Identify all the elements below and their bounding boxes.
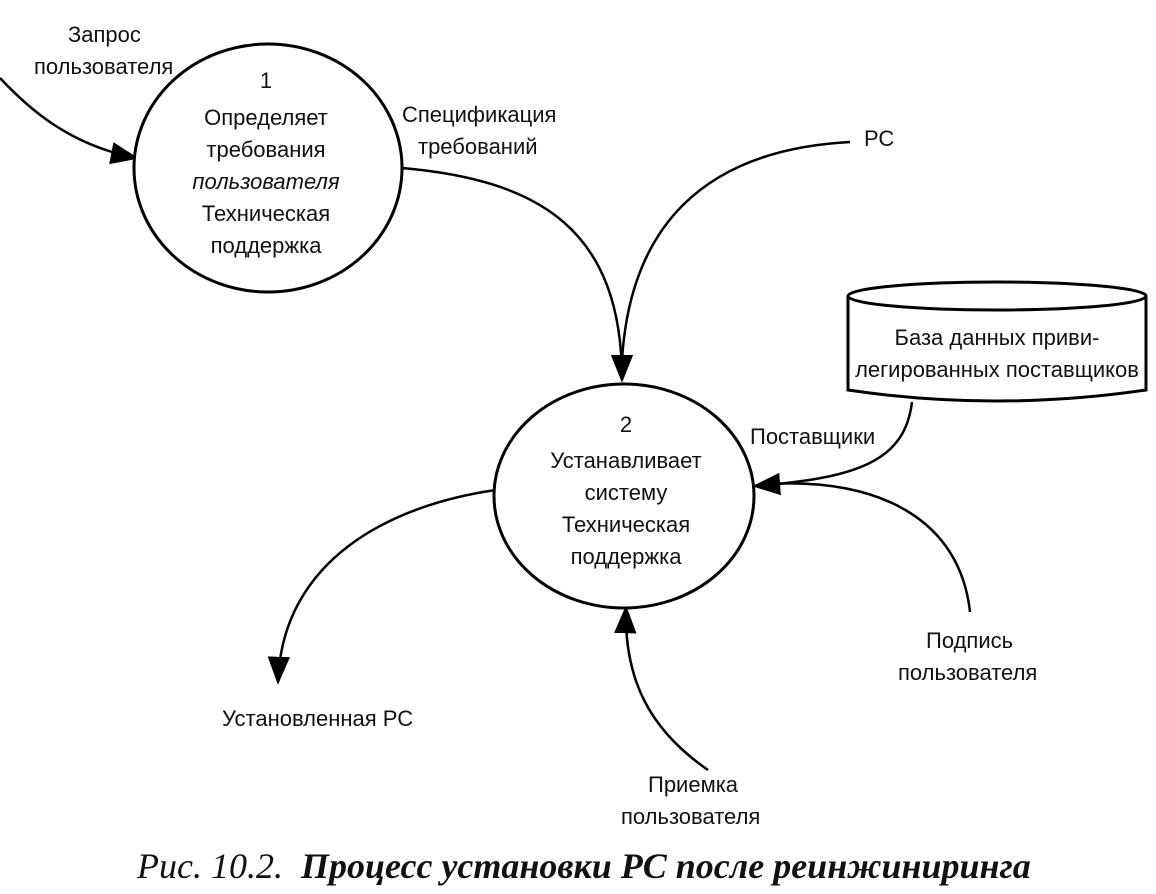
flow-user-signature <box>769 482 972 613</box>
caption-title: Процесс установки РС после реинжиниринга <box>300 846 1031 886</box>
flow-user-request <box>0 77 139 165</box>
process-1-line: поддержка <box>211 233 323 258</box>
process-2-line: Техническая <box>562 512 690 537</box>
process-2-line: систему <box>585 480 668 505</box>
datastore-body <box>846 296 1148 403</box>
datastore-line: База данных приви- <box>895 325 1100 350</box>
figure-caption: Рис. 10.2. Процесс установки РС после ре… <box>136 846 1031 886</box>
label-line: пользователя <box>898 660 1037 685</box>
process-2-line: Устанавливает <box>550 448 702 473</box>
label-line: требований <box>418 134 538 159</box>
flow-pc <box>620 140 851 361</box>
process-1-bubble <box>132 42 404 294</box>
label-installed-pc: Установленная РС <box>222 706 413 731</box>
label-suppliers: Поставщики <box>750 424 875 449</box>
datastore-line: легированных поставщиков <box>855 357 1139 382</box>
flow-installed-pc <box>267 488 497 685</box>
process-2-number: 2 <box>620 412 632 437</box>
process-1-line: Техническая <box>202 201 330 226</box>
label-user-request: Запрос пользователя <box>34 22 173 79</box>
label-line: Спецификация <box>402 102 556 127</box>
datastore-top <box>846 280 1148 312</box>
process-2-bubble <box>492 382 756 610</box>
process-1-line: пользователя <box>192 169 340 194</box>
process-1: 1 Определяет требования пользователя Тех… <box>132 42 404 294</box>
label-line: Запрос <box>68 22 141 47</box>
label-line: пользователя <box>34 54 173 79</box>
label-line: Подпись <box>926 628 1013 653</box>
process-1-line: требования <box>206 137 325 162</box>
process-2: 2 Устанавливает систему Техническая подд… <box>492 382 756 610</box>
flow-user-acceptance <box>614 605 709 772</box>
datastore-preferred-suppliers: База данных приви- легированных поставщи… <box>846 280 1148 403</box>
label-requirements-spec: Спецификация требований <box>402 102 556 159</box>
caption-prefix: Рис. 10.2. <box>136 846 283 886</box>
process-2-line: поддержка <box>571 544 683 569</box>
label-line: Приемка <box>648 772 739 797</box>
label-line: пользователя <box>621 804 760 829</box>
process-1-line: Определяет <box>204 105 328 130</box>
label-user-signature: Подпись пользователя <box>898 628 1037 685</box>
process-1-number: 1 <box>260 68 272 93</box>
label-user-acceptance: Приемка пользователя <box>621 772 760 829</box>
label-pc: РС <box>864 126 894 151</box>
flow-requirements-spec <box>401 166 634 383</box>
